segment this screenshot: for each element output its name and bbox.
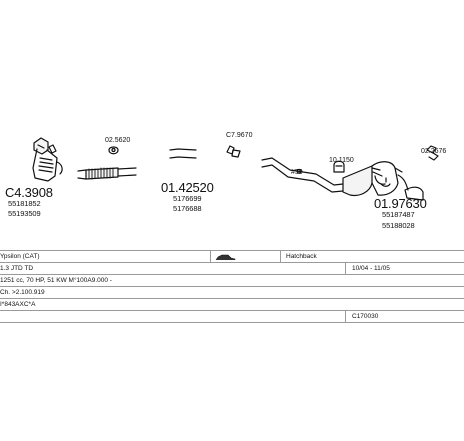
rubber-mount-10-1150 [333,160,345,173]
part-ref: 55193509 [8,209,41,218]
period: 10/04 - 11/05 [352,265,390,272]
part-code-02-5620: 02.5620 [105,137,131,144]
flex-pipe [77,167,137,180]
car-icon [215,254,236,260]
spec-row-model: Ypsilon (CAT) Hatchback [0,250,464,263]
part-code-10-1150: 10.1150 [329,157,354,164]
spec-row-engine: 1.3 JTD TD 10/04 - 11/05 [0,263,464,275]
divider [345,311,346,322]
middle-pipe [169,148,197,159]
part-ref: 55187487 [382,210,415,219]
part-code-01-97630: 01.97630 [374,196,427,211]
part-code-02-2676: 02.2676 [421,148,447,155]
body-type: Hatchback [286,253,317,260]
catalytic-converter [32,137,63,182]
spec-row-chassis: Ch. >2.100.919 [0,287,464,299]
engine-detail: 1251 cc, 70 HP, 51 KW M°100A9.000 - [0,277,112,284]
chassis-number: Ch. >2.100.919 [0,289,45,296]
rear-pipe [261,157,344,193]
part-ref: 5176688 [173,204,202,213]
part-code-c4-3908: C4.3908 [5,185,53,200]
rear-silencer [342,161,424,201]
part-code-01-42520: 01.42520 [161,180,214,195]
part-ref: 5176699 [173,194,202,203]
spec-row-ref: C170030 [0,311,464,323]
exhaust-diagram: C4.3908 55181852 55193509 02.5620 01.425… [5,132,447,260]
divider [345,263,346,274]
part-ref: 55181852 [8,199,41,208]
model-name: Ypsilon (CAT) [0,253,40,260]
divider [280,251,281,262]
part-ref: 55188028 [382,221,415,230]
divider [210,251,211,262]
type-code: I*843AXC*A [0,301,36,308]
clamp-c7-9670 [226,145,241,158]
engine-name: 1.3 JTD TD [0,265,34,272]
vehicle-spec-table: Ypsilon (CAT) Hatchback 1.3 JTD TD 10/04… [0,250,464,323]
part-code-c7-9670: C7.9670 [226,132,253,139]
mount-50 [296,168,302,174]
diagram-ref: C170030 [352,313,379,320]
spec-row-type: I*843AXC*A [0,299,464,311]
tail-bracket-02-2676 [426,145,439,161]
gasket-02-5620 [108,146,119,155]
part-code-50-value: 50 [294,169,303,176]
part-code-50: #50 [291,169,303,176]
exhaust-drawing [32,137,439,260]
spec-row-engine-detail: 1251 cc, 70 HP, 51 KW M°100A9.000 - [0,275,464,287]
